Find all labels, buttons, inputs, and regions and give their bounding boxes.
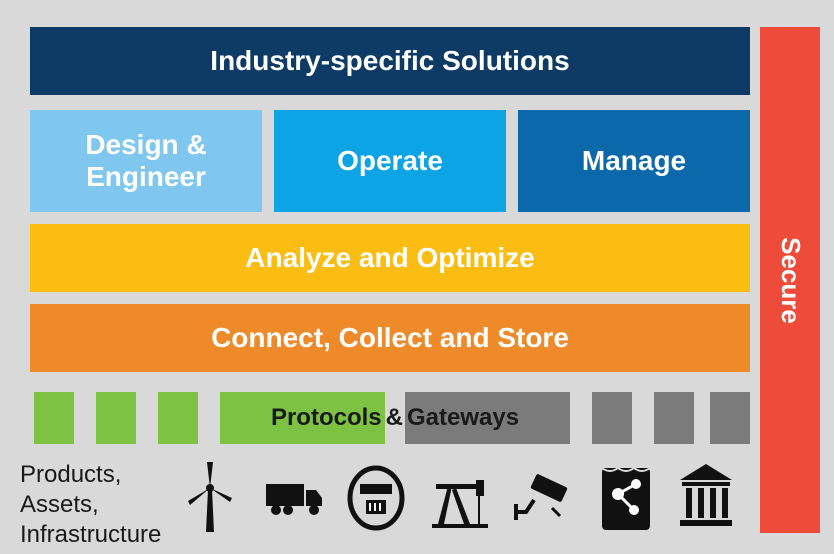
connect-collect-store-layer: Connect, Collect and Store [30,304,750,372]
products-assets-label: Products, Assets, Infrastructure [20,461,162,548]
gateway-square [654,392,694,444]
bank-building-icon [680,464,732,526]
oil-pump-icon [432,480,488,528]
protocols-text: Protocols [270,404,382,431]
gateway-square [592,392,632,444]
protocol-square [96,392,136,444]
meter-icon [347,465,405,531]
wind-turbine-icon [188,462,232,532]
protocol-square [158,392,198,444]
industry-solutions-layer: Industry-specific Solutions [30,27,750,95]
truck-icon [266,484,322,515]
manage-block: Manage [518,110,750,212]
operate-block: Operate [274,110,506,212]
protocols-gateways-label: Protocols & Gateways [220,392,570,444]
network-sensor-icon [601,466,651,530]
protocol-square [34,392,74,444]
gateway-square [710,392,750,444]
secure-bar: Secure [760,27,820,533]
secure-label: Secure [775,236,806,324]
gateways-bar [405,392,570,444]
ampersand-text: & [385,404,403,431]
design-engineer-block: Design & Engineer [30,110,262,212]
analyze-optimize-layer: Analyze and Optimize [30,224,750,292]
security-camera-icon [514,474,568,520]
protocols-bar [220,392,385,444]
gateways-text: Gateways [406,404,520,431]
